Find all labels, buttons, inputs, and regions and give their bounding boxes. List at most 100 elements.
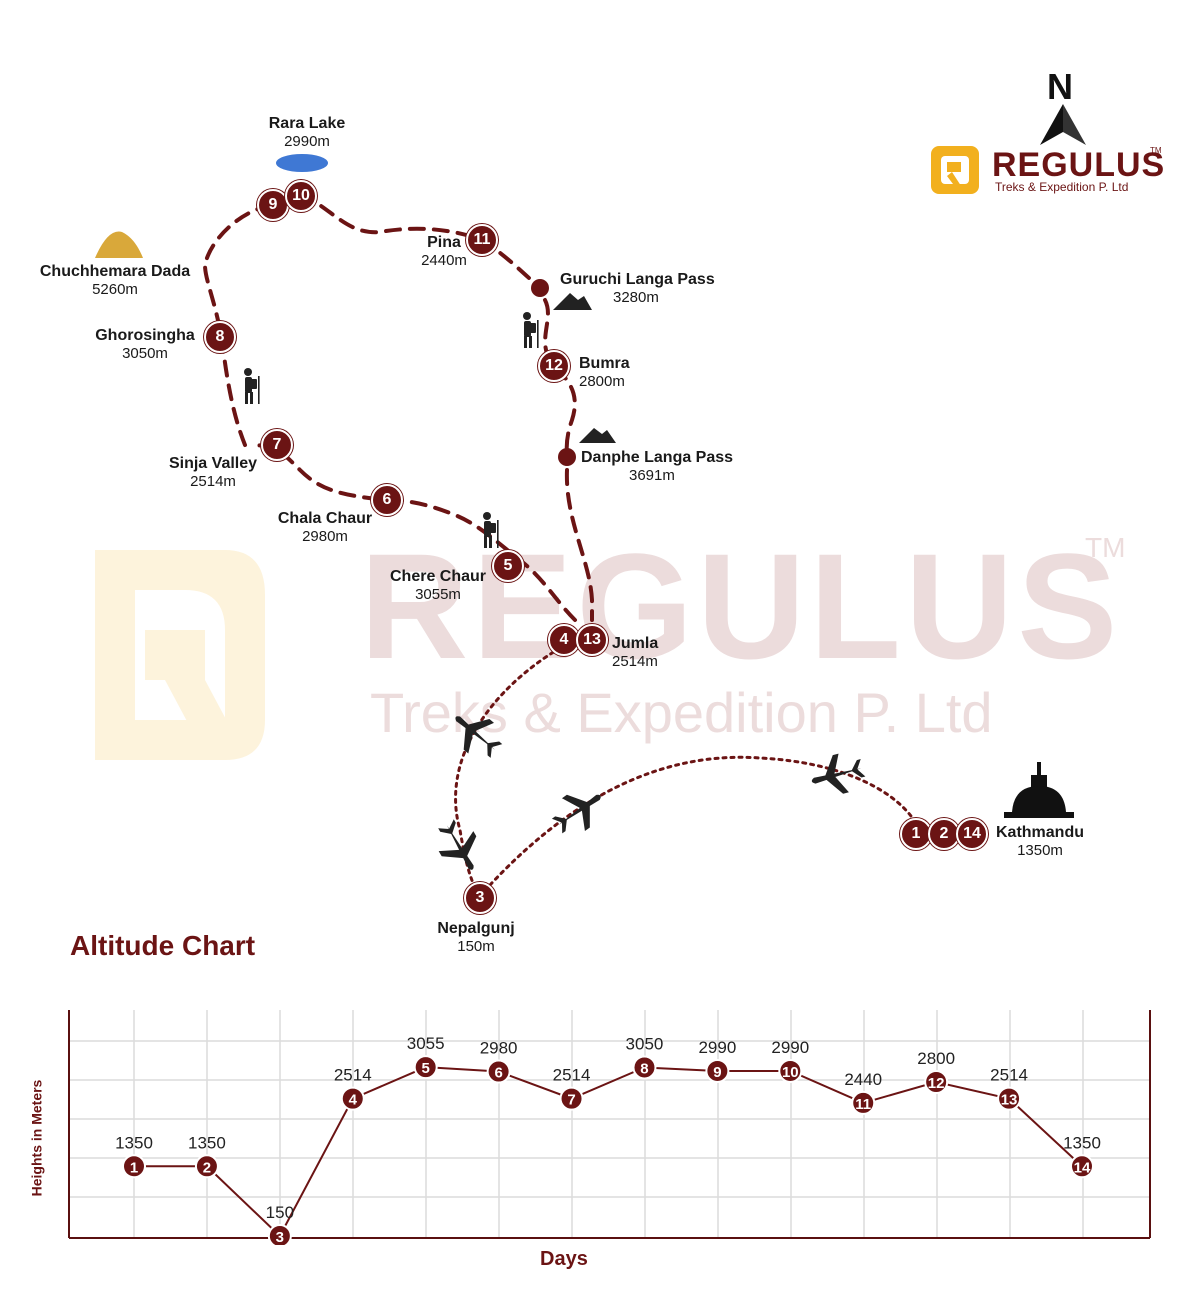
chart-data-label: 1350 — [188, 1133, 226, 1152]
place-altitude: 5260m — [92, 281, 138, 298]
chart-data-label: 2440 — [844, 1070, 882, 1089]
chart-point — [778, 1058, 803, 1083]
place-name: Chuchhemara Dada — [39, 263, 191, 280]
place-name: Kathmandu — [996, 824, 1084, 841]
place-ghorosingha: Ghorosingha 3050m — [90, 327, 200, 362]
airplane-icon — [551, 794, 601, 834]
chart-data-label: 3050 — [626, 1034, 664, 1053]
pass-marker-danphe — [558, 448, 576, 466]
place-altitude: 2990m — [284, 133, 330, 150]
chart-point-label: 2 — [203, 1159, 211, 1176]
day-marker-12: 12 — [538, 350, 570, 382]
chart-point — [340, 1086, 365, 1111]
day-marker-1: 1 — [900, 818, 932, 850]
chart-point-label: 13 — [1001, 1092, 1018, 1109]
chart-point-label: 10 — [782, 1064, 799, 1081]
chart-point-label: 14 — [1074, 1159, 1091, 1176]
day-marker-3: 3 — [464, 882, 496, 914]
place-name: Rara Lake — [268, 115, 346, 132]
chart-point-label: 4 — [349, 1092, 358, 1109]
chart-data-label: 2800 — [917, 1049, 955, 1068]
chart-data-label: 2514 — [553, 1066, 591, 1085]
compass-north-label: N — [1047, 66, 1073, 107]
place-altitude: 3280m — [613, 289, 659, 306]
place-altitude: 2514m — [612, 653, 658, 670]
chart-point — [997, 1086, 1022, 1111]
chart-point-label: 1 — [130, 1159, 138, 1176]
day-marker-11: 11 — [466, 224, 498, 256]
logo-icon — [931, 146, 979, 194]
place-altitude: 2800m — [579, 373, 625, 390]
hiker-icon — [523, 312, 539, 348]
place-kathmandu: Kathmandu 1350m — [990, 824, 1090, 859]
place-rara-lake: Rara Lake 2990m — [262, 115, 352, 150]
place-name: Chala Chaur — [277, 510, 373, 527]
place-name: Bumra — [579, 355, 630, 372]
chart-point-label: 5 — [422, 1060, 430, 1077]
place-name: Danphe Langa Pass — [581, 449, 734, 466]
day-marker-8: 8 — [204, 321, 236, 353]
chart-data-label: 1350 — [1063, 1133, 1101, 1152]
compass-arrow-icon — [1040, 104, 1086, 145]
place-altitude: 3055m — [415, 586, 461, 603]
place-chuchhemara-dada: Chuchhemara Dada 5260m — [30, 263, 200, 298]
day-marker-7: 7 — [261, 429, 293, 461]
chart-point — [705, 1058, 730, 1083]
chart-point — [486, 1059, 511, 1084]
lake-icon — [276, 154, 328, 172]
day-marker-10: 10 — [285, 180, 317, 212]
trek-route-segment — [564, 468, 594, 622]
chart-data-label: 2514 — [990, 1066, 1028, 1085]
place-sinja-valley: Sinja Valley 2514m — [163, 455, 263, 490]
chart-data-label: 2990 — [698, 1038, 736, 1057]
day-marker-13: 13 — [576, 624, 608, 656]
chart-data-label: 2514 — [334, 1066, 372, 1085]
altitude-chart-title: Altitude Chart — [70, 930, 256, 961]
chart-point-label: 8 — [640, 1060, 648, 1077]
airplane-icon — [455, 716, 503, 758]
chart-point — [559, 1086, 584, 1111]
place-nepalgunj: Nepalgunj 150m — [430, 920, 522, 955]
chart-data-label: 2980 — [480, 1039, 518, 1058]
place-name: Jumla — [612, 635, 659, 652]
place-bumra: Bumra 2800m — [579, 355, 659, 390]
chart-point — [851, 1090, 876, 1115]
logo-tm: TM — [1150, 146, 1162, 155]
trek-route-segment — [543, 298, 577, 460]
chart-point-label: 7 — [567, 1092, 575, 1109]
day-marker-4: 4 — [548, 624, 580, 656]
trek-route-segment — [202, 203, 275, 447]
flight-route-nepalgunj-kathmandu — [488, 755, 922, 887]
chart-data-label: 2990 — [771, 1038, 809, 1057]
day-marker-6: 6 — [371, 484, 403, 516]
place-guruchi-langa-pass: Guruchi Langa Pass 3280m — [560, 271, 740, 306]
chart-series-line — [134, 1066, 1083, 1238]
chart-point — [632, 1055, 657, 1080]
trek-route-segment — [298, 193, 542, 290]
chart-point — [413, 1055, 438, 1080]
mountain-icon — [553, 293, 592, 310]
place-altitude: 150m — [457, 938, 495, 955]
stupa-icon — [1004, 762, 1074, 818]
place-name: Guruchi Langa Pass — [560, 271, 715, 288]
chart-point-label: 9 — [713, 1064, 721, 1081]
chart-point — [194, 1154, 219, 1179]
chart-data-label: 1350 — [115, 1133, 153, 1152]
place-altitude: 3050m — [122, 345, 168, 362]
chart-point — [267, 1224, 292, 1245]
watermark-logo-icon — [95, 550, 265, 760]
trek-route-segment — [248, 443, 577, 622]
place-altitude: 2440m — [421, 252, 467, 269]
place-altitude: 3691m — [629, 467, 675, 484]
mountain-peak-icon — [95, 231, 143, 258]
chart-data-label: 3055 — [407, 1034, 445, 1053]
chart-point — [1070, 1154, 1094, 1179]
chart-point-label: 12 — [928, 1075, 945, 1092]
day-marker-14: 14 — [956, 818, 988, 850]
chart-data-label: 150 — [266, 1203, 294, 1222]
watermark-tm: TM — [1085, 532, 1126, 563]
place-altitude: 2514m — [190, 473, 236, 490]
place-name: Chere Chaur — [389, 568, 487, 585]
chart-point — [924, 1070, 949, 1094]
